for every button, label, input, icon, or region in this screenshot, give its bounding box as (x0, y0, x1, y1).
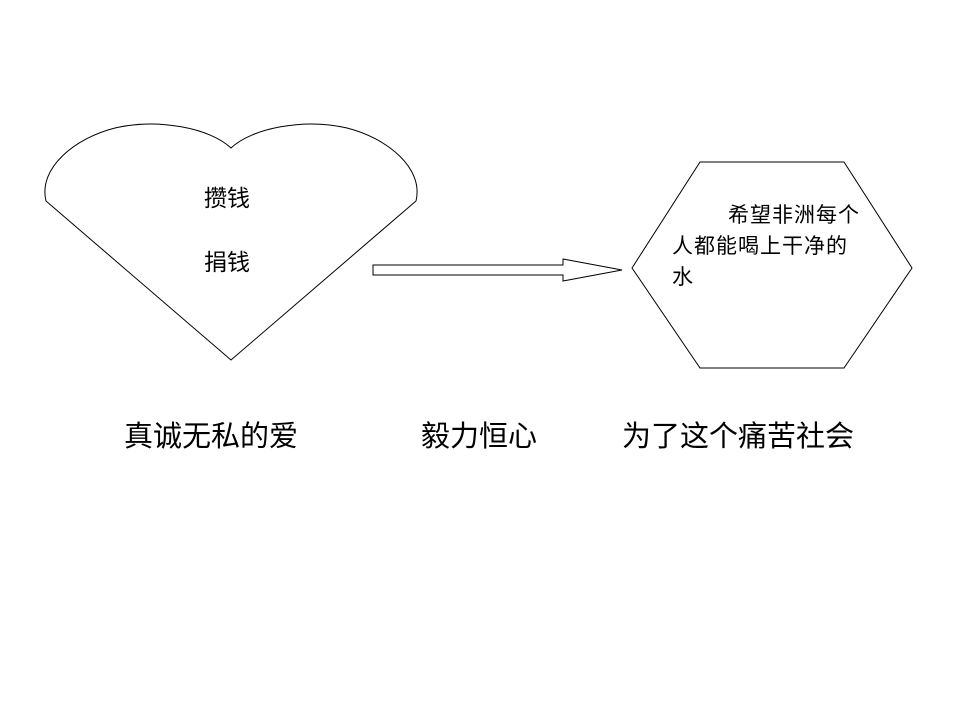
caption-middle: 毅力恒心 (421, 419, 538, 453)
arrow-shape (372, 258, 623, 282)
hexagon-text: 希望非洲每个人都能喝上干净的水 (672, 203, 860, 289)
heart-shape (44, 123, 418, 361)
heart-text-1: 攒钱 (204, 186, 250, 212)
heart-text-2: 捐钱 (204, 250, 250, 276)
hexagon-shape (631, 161, 913, 369)
caption-right: 为了这个痛苦社会 (622, 419, 855, 453)
caption-left: 真诚无私的爱 (124, 419, 299, 453)
